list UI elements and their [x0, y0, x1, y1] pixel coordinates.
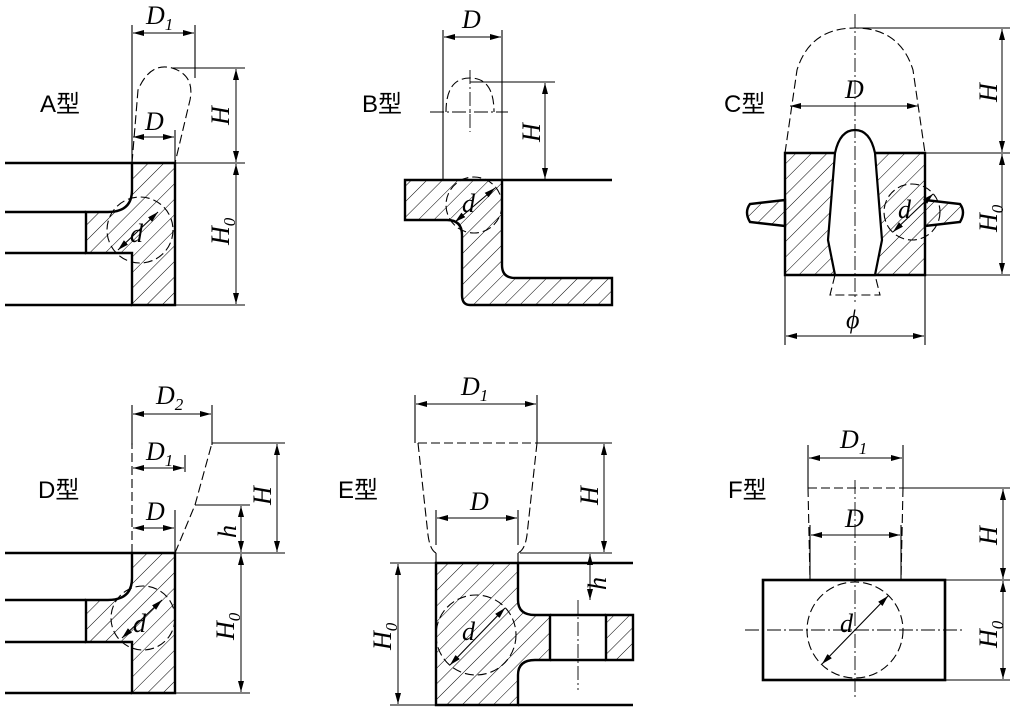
type-a-diagram: A型 d D1 D H H0 — [5, 1, 245, 307]
e-H-label: H — [575, 485, 604, 506]
d-D2-label: D2 — [155, 381, 184, 414]
f-d-label: d — [840, 609, 854, 638]
type-e-label: E型 — [338, 477, 378, 504]
e-h-label: h — [583, 577, 612, 590]
c-D-label: D — [844, 75, 864, 104]
type-f-label: F型 — [728, 477, 767, 504]
d-D1-label: D1 — [145, 437, 173, 470]
f-H-label: H — [974, 525, 1003, 546]
e-H0-label: H0 — [368, 622, 401, 651]
b-d-label: d — [462, 189, 476, 218]
type-a-label: A型 — [40, 91, 80, 118]
f-D-label: D — [844, 504, 864, 533]
d-D-label: D — [145, 497, 165, 526]
a-H-label: H — [206, 105, 235, 126]
d-H0-label: H0 — [211, 612, 244, 641]
d-d-label: d — [133, 609, 147, 638]
a-H0-label: H0 — [206, 217, 239, 246]
type-e-diagram: E型 d D1 D H h H0 — [338, 372, 635, 707]
type-b-diagram: B型 d D H — [362, 5, 614, 307]
d-h-label: h — [213, 525, 242, 538]
c-phi-label: ϕ — [846, 305, 859, 334]
type-d-diagram: D型 d D2 D1 D H h H0 — [5, 381, 285, 695]
e-D1-label: D1 — [460, 372, 488, 405]
a-d-label: d — [130, 219, 144, 248]
c-d-label: d — [898, 195, 912, 224]
c-H-label: H — [974, 82, 1003, 103]
b-H-label: H — [517, 122, 546, 143]
type-d-label: D型 — [38, 477, 79, 504]
type-f-diagram: F型 d D1 D H H0 — [728, 425, 1010, 700]
c-H0-label: H0 — [974, 204, 1007, 233]
e-D-label: D — [469, 487, 489, 516]
a-D1-label: D1 — [145, 1, 173, 34]
d-H-label: H — [248, 485, 277, 506]
type-c-label: C型 — [724, 91, 765, 118]
b-D-label: D — [461, 5, 481, 34]
f-H0-label: H0 — [974, 620, 1007, 649]
type-b-label: B型 — [362, 91, 402, 118]
type-c-diagram: C型 d D H H0 ϕ — [724, 14, 1010, 345]
a-D-label: D — [144, 107, 164, 136]
e-d-label: d — [462, 617, 476, 646]
f-D1-label: D1 — [839, 425, 867, 458]
